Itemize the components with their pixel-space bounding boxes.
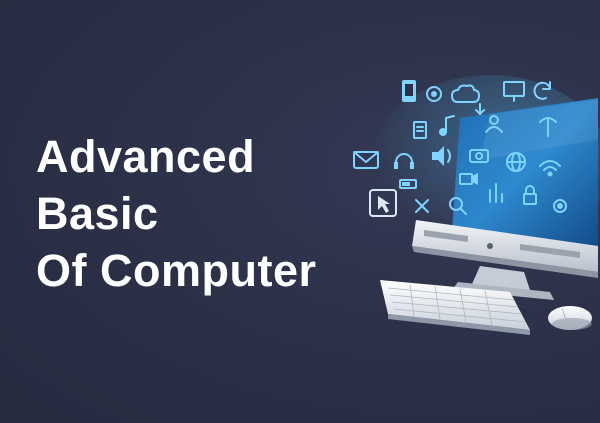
headline-line-2: Basic <box>36 188 159 239</box>
document-icon <box>413 121 427 139</box>
battery-icon <box>399 179 417 189</box>
tools-icon <box>415 199 429 213</box>
speaker-right <box>520 244 580 258</box>
video-icon <box>459 173 478 185</box>
monitor-stand <box>472 266 530 290</box>
computer-illustration <box>353 75 600 335</box>
settings-icon <box>426 86 442 102</box>
monitor-stand-base <box>452 282 554 300</box>
mouse-icon <box>548 306 592 330</box>
monitor-icon <box>412 98 598 300</box>
wifi-icon <box>539 160 561 177</box>
music-note-icon <box>439 115 455 136</box>
globe-icon <box>506 152 526 172</box>
keyboard-icon <box>380 280 530 335</box>
mouse-shadow <box>552 318 592 330</box>
speaker-icon <box>432 146 451 166</box>
speaker-left <box>424 230 468 242</box>
keyboard-keys <box>387 283 527 326</box>
refresh-icon <box>533 81 551 100</box>
monitor-small-icon <box>503 81 525 102</box>
gear-icon <box>553 199 567 213</box>
cursor-icon <box>369 189 397 217</box>
power-button <box>487 243 493 249</box>
user-icon <box>485 115 503 133</box>
antenna-icon <box>539 117 557 137</box>
camera-icon <box>469 149 489 163</box>
mobile-phone-icon <box>402 80 416 102</box>
monitor-screen-shine <box>480 100 598 160</box>
monitor-screen <box>452 98 598 248</box>
monitor-chin-edge <box>412 246 598 278</box>
envelope-icon <box>353 151 379 169</box>
headline-line-1: Advanced <box>36 131 256 182</box>
keyboard-body <box>380 280 530 330</box>
search-icon <box>449 197 467 215</box>
download-icon <box>475 103 485 115</box>
mouse-split <box>561 307 567 321</box>
headphones-icon <box>394 153 414 169</box>
headline-line-3: Of Computer <box>36 245 317 296</box>
lock-icon <box>523 185 537 205</box>
monitor-chin <box>412 220 598 272</box>
keyboard-edge <box>388 314 530 335</box>
floating-icons <box>353 80 567 217</box>
cloud-icon <box>451 84 480 103</box>
chart-icon <box>489 183 503 203</box>
headline: Advanced Basic Of Computer <box>36 128 317 299</box>
